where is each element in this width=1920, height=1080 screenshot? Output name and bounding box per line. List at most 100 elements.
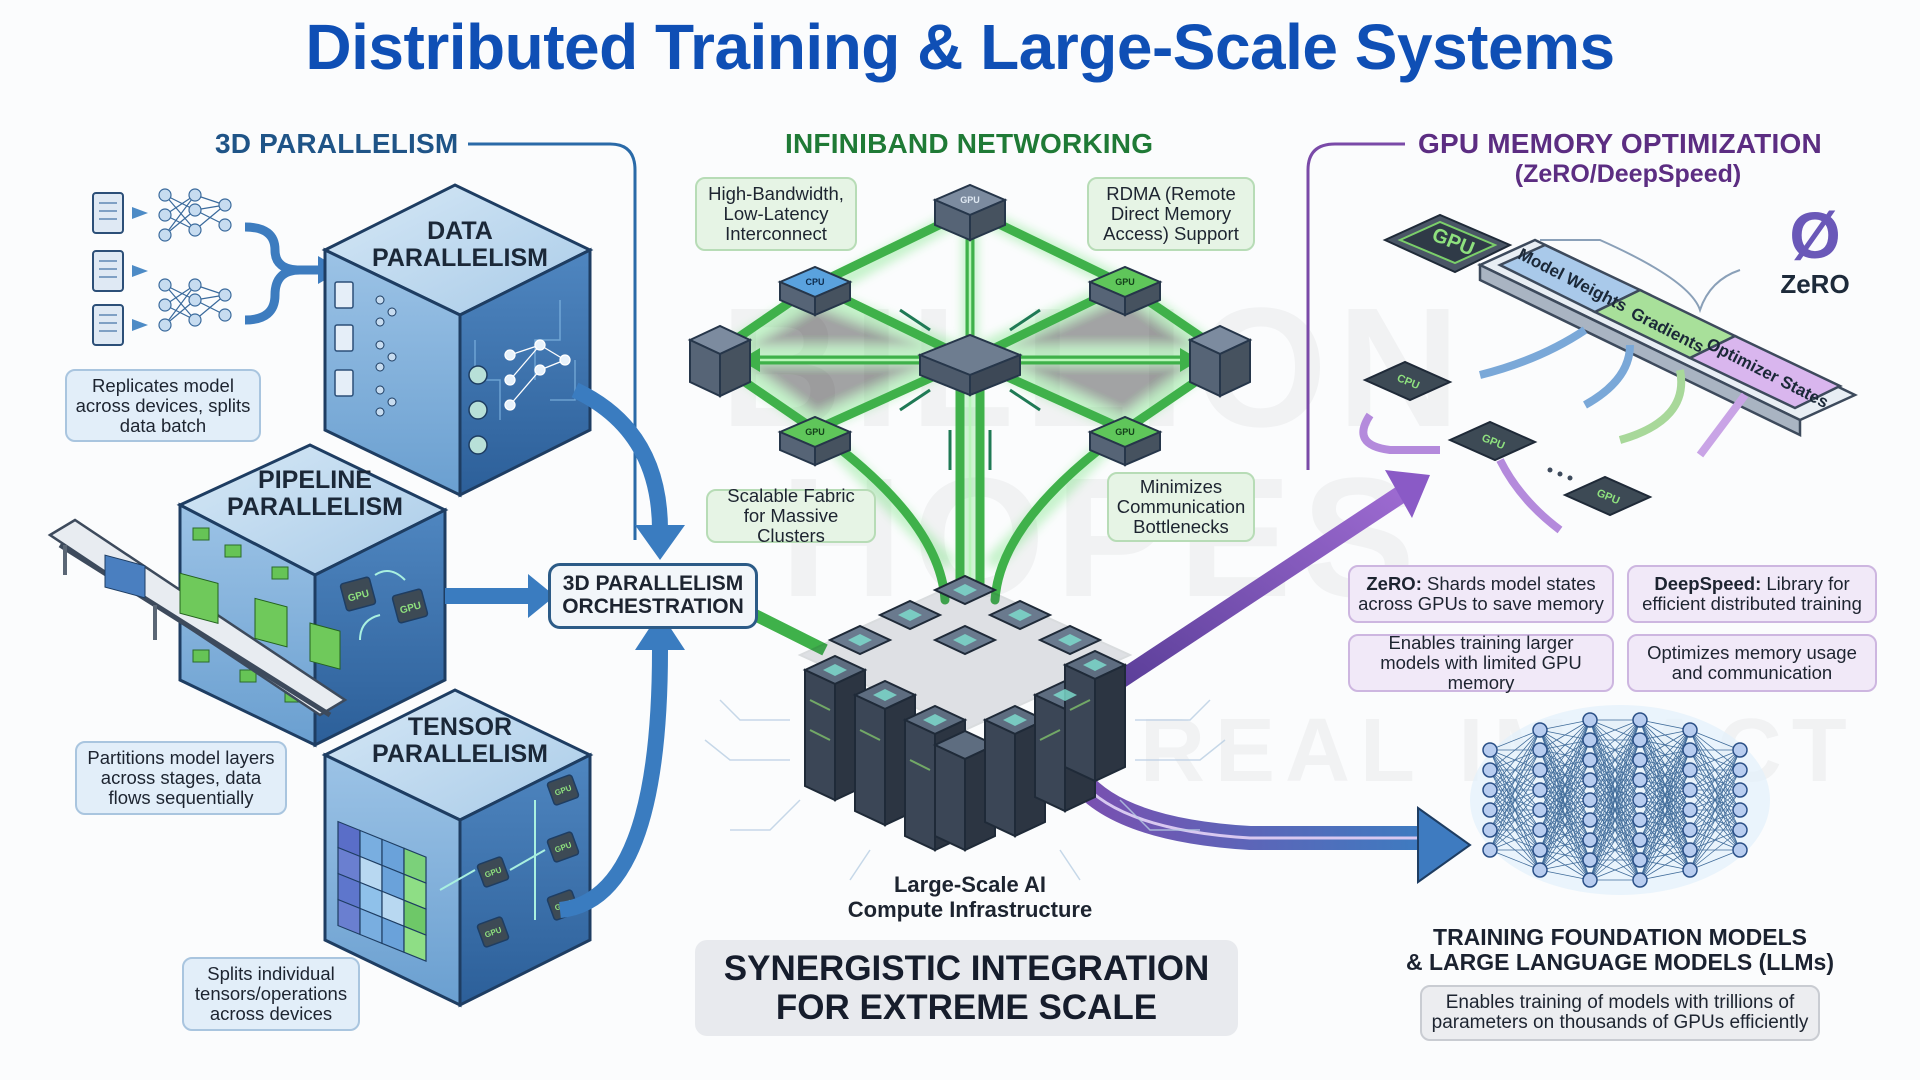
traffic-arrows (899, 308, 1041, 470)
nn-edge (1639, 729, 1691, 861)
nn-node (1532, 822, 1548, 838)
nn-node (1632, 872, 1648, 888)
nn-node (1632, 812, 1648, 828)
nn-node (1532, 782, 1548, 798)
data-parallelism-cube (321, 183, 594, 498)
zero-logo-symbol-icon: Ø (1789, 198, 1841, 272)
nn-edge (1489, 729, 1541, 751)
network-node-lower-right (1087, 415, 1163, 467)
zero-bracket (1540, 239, 1741, 314)
nn-node (1682, 862, 1698, 878)
nn-edge (1689, 749, 1741, 791)
memory-note-zero: ZeRO: Shards model states across GPUs to… (1348, 565, 1614, 623)
parallelism-bracket-line (468, 142, 637, 540)
nn-node (1582, 792, 1598, 808)
server-cluster (797, 574, 1133, 852)
nn-edge (1539, 719, 1591, 811)
nn-edge (1539, 819, 1591, 871)
nn-edge (1589, 859, 1641, 881)
network-nodes (687, 183, 1253, 467)
data-parallelism-note: Replicates model across devices, splits … (65, 369, 261, 442)
nn-edge (1639, 729, 1691, 761)
nn-edge (1639, 729, 1691, 841)
nn-edge (1639, 849, 1691, 881)
shard-chips (1362, 360, 1653, 517)
nn-node (1582, 732, 1598, 748)
llm-title-line2: & LARGE LANGUAGE MODELS (LLMs) (1405, 949, 1835, 975)
arrow-to-memory (1115, 470, 1430, 688)
tensor-parallelism-label-line1: TENSOR (407, 713, 513, 741)
ellipsis-dots (1547, 467, 1573, 481)
nn-edge (1639, 749, 1691, 881)
tensor-parallelism-note: Splits individual tensors/operations acr… (182, 957, 360, 1031)
merge-arrow (244, 222, 322, 325)
nn-edge (1639, 729, 1691, 881)
nn-node (1532, 762, 1548, 778)
network-node-left (687, 324, 753, 398)
nn-node (1532, 862, 1548, 878)
nn-edge (1689, 729, 1741, 751)
nn-node (1732, 762, 1748, 778)
nn-edge (1489, 849, 1541, 871)
nn-node (1582, 712, 1598, 728)
network-node-label-gpu-1: GPU (1115, 277, 1135, 287)
pipeline-gpu-chip-2: GPU (399, 600, 423, 616)
arrow-to-llms (1070, 772, 1472, 884)
zero-logo: Ø ZeRO (1770, 200, 1860, 298)
pipeline-gpu-chip-1: GPU (347, 588, 371, 604)
llm-neural-network (1470, 705, 1770, 895)
orchestration-line2: ORCHESTRATION (562, 595, 744, 618)
nn-node (1482, 822, 1498, 838)
nn-edge (1539, 869, 1591, 881)
nn-edge (1489, 729, 1541, 771)
nn-node (1682, 782, 1698, 798)
memory-gpu-chip (1382, 213, 1513, 274)
memory-note-deepspeed: DeepSpeed: Library for efficient distrib… (1627, 565, 1877, 623)
nn-node (1732, 742, 1748, 758)
memory-note-zero-text: ZeRO: Shards model states across GPUs to… (1358, 574, 1604, 614)
nn-node (1732, 822, 1748, 838)
server-rack (802, 654, 868, 802)
nn-edge (1539, 759, 1591, 871)
nn-edge (1539, 799, 1591, 871)
nn-node (1582, 832, 1598, 848)
pipeline-parallelism-label-line2: PARALLELISM (227, 493, 403, 521)
nn-edge (1639, 719, 1691, 731)
nn-node (1682, 742, 1698, 758)
nn-node (1582, 872, 1598, 888)
server-rack (982, 704, 1048, 838)
memory-note-deepspeed-body: Library for efficient distributed traini… (1642, 573, 1862, 614)
nn-edge (1589, 719, 1641, 801)
page-title: Distributed Training & Large-Scale Syste… (305, 11, 1615, 83)
nn-node (1482, 842, 1498, 858)
infiniband-note-rdma: RDMA (Remote Direct Memory Access) Suppo… (1087, 177, 1255, 251)
section-subheader-zero-deepspeed: (ZeRO/DeepSpeed) (1514, 160, 1742, 188)
memory-shard-arrows (1359, 326, 1749, 534)
memory-note-zero-keyword: ZeRO: (1366, 573, 1422, 594)
nn-node (1482, 742, 1498, 758)
nn-node (1482, 782, 1498, 798)
infrastructure-label: Large-Scale AI Compute Infrastructure (780, 872, 1160, 922)
section-header-infiniband: INFINIBAND NETWORKING (785, 128, 1154, 159)
nn-edge (1639, 729, 1691, 741)
zero-logo-text: ZeRO (1780, 269, 1850, 299)
nn-node (1682, 722, 1698, 738)
nn-edge (1539, 719, 1591, 851)
nn-edge (1489, 829, 1541, 851)
nn-node (1732, 842, 1748, 858)
nn-node (1732, 782, 1748, 798)
nn-edge (1489, 749, 1541, 851)
synergy-banner: SYNERGISTIC INTEGRATION FOR EXTREME SCAL… (695, 940, 1238, 1036)
nn-edge (1539, 719, 1591, 831)
nn-edge (1539, 779, 1591, 871)
memory-note-optimizes: Optimizes memory usage and communication (1627, 634, 1877, 692)
nn-edge (1489, 769, 1541, 851)
nn-edge (1689, 749, 1741, 851)
nn-edge (1589, 839, 1641, 881)
nn-edge (1589, 759, 1641, 881)
pipeline-parallelism-note: Partitions model layers across stages, d… (75, 741, 287, 815)
nn-edge (1639, 729, 1691, 781)
nn-edge (1539, 859, 1591, 871)
infrastructure-label-line2: Compute Infrastructure (847, 897, 1093, 922)
nn-edge (1539, 719, 1591, 751)
